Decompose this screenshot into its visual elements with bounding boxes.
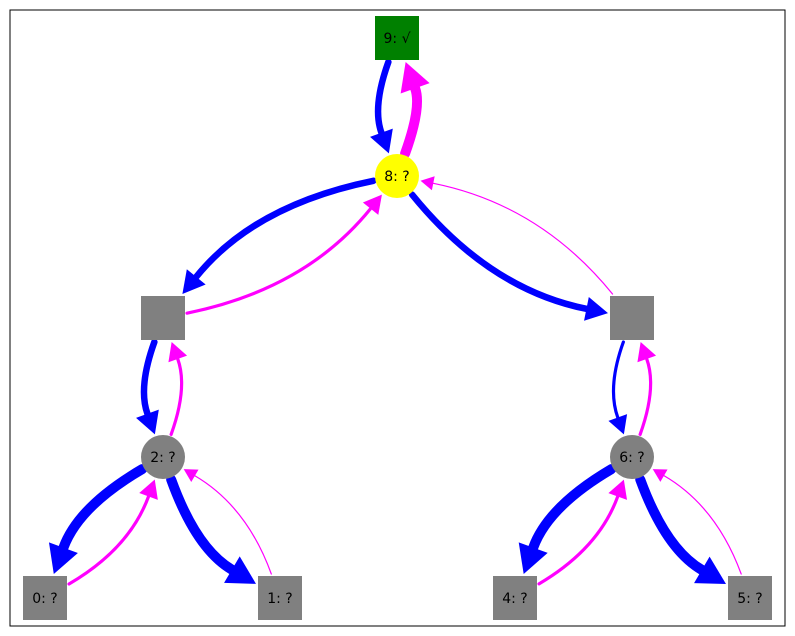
node-1: 1: ?	[258, 576, 302, 620]
edge-1-to-2	[183, 469, 272, 575]
edge-line	[611, 340, 625, 420]
node-shape	[375, 16, 419, 60]
node-shape	[258, 576, 302, 620]
node-9: 9: √	[375, 16, 419, 60]
arrowhead	[182, 269, 206, 294]
arrowhead	[370, 128, 393, 154]
arrowhead	[183, 469, 199, 482]
edge-7-to-8	[185, 194, 382, 315]
node-shape	[141, 296, 185, 340]
node-shape	[610, 296, 654, 340]
edge-6-to-3	[637, 342, 657, 437]
edge-3-to-8	[420, 176, 614, 295]
edge-line	[537, 494, 620, 586]
edges-layer	[48, 58, 742, 586]
arrowhead	[637, 342, 657, 363]
node-shape	[493, 576, 537, 620]
edge-line	[408, 191, 590, 313]
node-label: 2: ?	[150, 450, 176, 466]
node-8: 8: ?	[375, 154, 419, 198]
edge-2-to-0	[48, 464, 148, 574]
arrowhead	[652, 469, 668, 482]
node-label: 5: ?	[737, 591, 763, 607]
node-label: 1: ?	[267, 591, 293, 607]
edge-0-to-2	[67, 479, 158, 586]
edge-line	[194, 475, 272, 575]
node-label: 0: ?	[32, 591, 58, 607]
edge-line	[374, 58, 392, 136]
arrowhead	[139, 479, 158, 500]
arrowhead	[48, 542, 78, 574]
node-shape	[141, 435, 185, 479]
node-0: 0: ?	[23, 576, 67, 620]
arrowhead	[362, 194, 382, 215]
edge-line	[58, 464, 148, 553]
arrowhead	[518, 542, 548, 574]
edge-line	[663, 475, 742, 575]
node-shape	[728, 576, 772, 620]
edge-line	[185, 207, 373, 315]
edge-line	[432, 182, 614, 295]
arrowhead	[608, 479, 628, 500]
edge-line	[192, 177, 377, 281]
node-label: 9: √	[384, 31, 411, 47]
edge-line	[169, 357, 184, 437]
edge-4-to-6	[537, 479, 628, 586]
arrowhead	[400, 62, 430, 94]
edge-line	[400, 83, 422, 159]
arrowhead	[694, 556, 726, 584]
arrowhead	[584, 296, 608, 321]
arrowhead	[224, 556, 256, 584]
node-3	[610, 296, 654, 340]
arrowhead	[168, 342, 188, 363]
node-label: 6: ?	[619, 450, 645, 466]
edge-line	[638, 357, 653, 437]
edge-9-to-8	[370, 58, 393, 154]
edge-5-to-6	[652, 469, 742, 575]
edge-6-to-4	[518, 464, 617, 574]
node-5: 5: ?	[728, 576, 772, 620]
edge-2-to-7	[168, 342, 188, 437]
edge-8-to-3	[408, 191, 608, 321]
edge-line	[67, 494, 151, 586]
edge-8-to-7	[182, 177, 377, 294]
node-shape	[610, 435, 654, 479]
node-shape	[375, 154, 419, 198]
edge-2-to-1	[166, 474, 256, 584]
edge-6-to-5	[635, 474, 726, 584]
node-6: 6: ?	[610, 435, 654, 479]
edge-line	[635, 474, 707, 575]
node-label: 4: ?	[502, 591, 528, 607]
edge-line	[166, 474, 237, 575]
edge-3-to-6	[608, 340, 628, 435]
nodes-layer: 9: √ 8: ? 2: ? 6: ? 0: ? 1: ? 4: ? 5: ?	[23, 16, 772, 620]
node-shape	[23, 576, 67, 620]
arrowhead	[136, 409, 159, 435]
edge-7-to-2	[136, 338, 159, 435]
node-2: 2: ?	[141, 435, 185, 479]
edge-8-to-9	[400, 62, 430, 159]
arrowhead	[608, 414, 628, 435]
edge-line	[528, 464, 617, 553]
node-7	[141, 296, 185, 340]
edge-line	[140, 338, 158, 417]
node-4: 4: ?	[493, 576, 537, 620]
arrowhead	[420, 176, 435, 191]
node-label: 8: ?	[384, 169, 410, 185]
